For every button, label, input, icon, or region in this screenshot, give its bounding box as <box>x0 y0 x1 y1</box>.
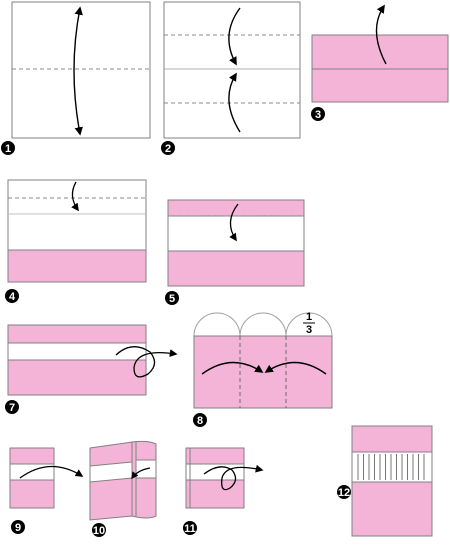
step-badge-12: 12 <box>337 485 351 499</box>
step-7-turn-over-arrow <box>115 346 178 378</box>
step-12-white-band <box>351 451 433 483</box>
fraction-numerator: 1 <box>306 311 312 323</box>
step-badge-4: 4 <box>5 289 19 303</box>
step-5-fold-arrow <box>229 203 239 242</box>
step-11-turn-over-arrow <box>203 464 264 491</box>
step-8-fold-arrow-right <box>264 361 327 375</box>
step-7-pink-top <box>7 324 147 344</box>
step-3-fold-arrow <box>375 4 387 65</box>
step-3-diagram <box>311 4 449 103</box>
step-8-fraction-label: 1 3 <box>303 311 315 336</box>
step-number-7: 7 <box>9 402 15 414</box>
step-number-5: 5 <box>169 293 175 305</box>
step-11-pink-bottom <box>185 479 245 509</box>
step-badge-10: 10 <box>92 523 106 537</box>
step-5-pink-top <box>167 199 305 217</box>
step-number-3: 3 <box>315 109 321 121</box>
step-12-diagram <box>351 425 433 537</box>
step-number-1: 1 <box>5 143 11 155</box>
step-badge-1: 1 <box>1 141 15 155</box>
step-badge-5: 5 <box>165 291 179 305</box>
step-9-pink-top <box>9 447 55 465</box>
step-11-pink-top <box>185 447 245 465</box>
step-number-11: 11 <box>184 523 196 535</box>
step-number-10: 10 <box>93 525 105 537</box>
step-4-diagram <box>7 179 147 283</box>
step-4-fold-arrow <box>71 181 79 212</box>
step-10-white-band <box>89 461 133 483</box>
step-1-paper <box>11 1 151 139</box>
step-5-diagram <box>167 199 305 287</box>
step-2-fold-arrow-top <box>228 7 241 66</box>
step-number-4: 4 <box>9 291 16 303</box>
step-8-paper <box>193 335 333 409</box>
step-4-paper-pink <box>7 249 147 283</box>
step-number-8: 8 <box>197 415 203 427</box>
step-1-fold-arrow <box>73 6 83 136</box>
step-9-diagram <box>9 447 84 509</box>
step-5-pink-bottom <box>167 250 305 287</box>
step-1-diagram <box>11 1 151 139</box>
step-8-diagram: 1 3 <box>193 311 333 409</box>
step-10-diagram <box>89 440 157 521</box>
fraction-denominator: 3 <box>306 324 312 336</box>
step-badge-7: 7 <box>5 400 19 414</box>
step-badge-2: 2 <box>161 141 175 155</box>
step-10-tuck-arrow <box>131 467 151 480</box>
step-9-pink-bottom <box>9 479 55 509</box>
step-12-pleats <box>357 454 425 480</box>
step-8-fold-arrow-left <box>201 361 264 375</box>
step-number-12: 12 <box>338 487 350 499</box>
step-badge-9: 9 <box>11 520 25 534</box>
step-8-fold-guide-arcs <box>193 312 333 337</box>
step-7-diagram <box>7 324 178 396</box>
step-number-9: 9 <box>15 522 21 534</box>
step-2-diagram <box>163 1 301 139</box>
step-badge-8: 8 <box>193 413 207 427</box>
step-11-diagram <box>185 447 264 509</box>
step-9-fold-arrow <box>19 465 84 479</box>
step-4-paper-white <box>7 179 147 251</box>
step-2-fold-arrow-bottom <box>228 72 241 133</box>
step-7-pink-bottom <box>7 359 147 396</box>
step-badge-3: 3 <box>311 107 325 121</box>
step-number-2: 2 <box>165 143 171 155</box>
step-badge-11: 11 <box>183 521 197 535</box>
